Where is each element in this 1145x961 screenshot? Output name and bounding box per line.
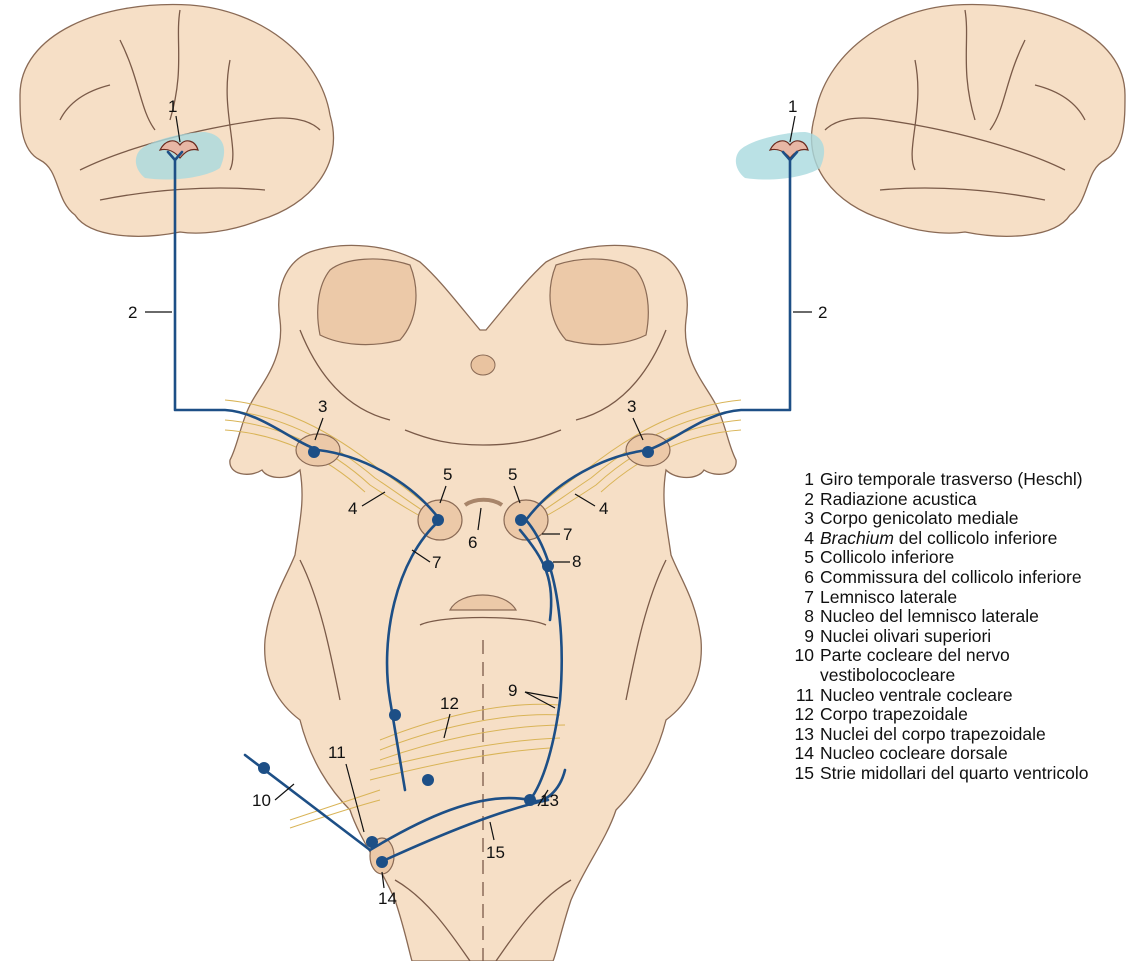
legend-item-number: 7 [788, 588, 820, 608]
legend-item-label: Collicolo inferiore [820, 547, 954, 567]
legend-item-label: Nucleo del lemnisco laterale [820, 606, 1039, 626]
legend-item-label: Commissura del collicolo inferiore [820, 567, 1082, 587]
label-3-right: 3 [627, 397, 636, 416]
legend-item-number: 9 [788, 627, 820, 647]
legend-item-text: Nucleo del lemnisco laterale [820, 607, 1144, 627]
label-7-left: 7 [432, 553, 441, 572]
label-4-left: 4 [348, 499, 357, 518]
label-14: 14 [378, 889, 397, 908]
label-5-right: 5 [508, 465, 517, 484]
legend-item-text: Corpo genicolato mediale [820, 509, 1144, 529]
label-6: 6 [468, 533, 477, 552]
legend-item-label: Nuclei olivari superiori [820, 626, 991, 646]
legend-item-label: del collicolo inferiore [894, 528, 1057, 548]
right-cerebral-hemisphere [811, 5, 1125, 237]
legend-item-number: 10 [788, 646, 820, 685]
label-1-right: 1 [788, 97, 797, 116]
legend-item-label: Parte cocleare del nervo vestibolococlea… [820, 645, 1010, 685]
legend-item-text: Nuclei del corpo trapezoidale [820, 725, 1144, 745]
legend-item-text: Nucleo cocleare dorsale [820, 744, 1144, 764]
legend-item-number: 11 [788, 686, 820, 706]
legend-item-number: 3 [788, 509, 820, 529]
legend-item-text: Collicolo inferiore [820, 548, 1144, 568]
legend-item-text: Lemnisco laterale [820, 588, 1144, 608]
label-2-left: 2 [128, 303, 137, 322]
legend-item-text: Parte cocleare del nervo vestibolococlea… [820, 646, 1144, 685]
legend-item-number: 14 [788, 744, 820, 764]
legend-item-number: 6 [788, 568, 820, 588]
legend-item-text: Radiazione acustica [820, 490, 1144, 510]
legend-item-label: Nucleo ventrale cocleare [820, 685, 1013, 705]
legend-item-text: Nuclei olivari superiori [820, 627, 1144, 647]
label-3-left: 3 [318, 397, 327, 416]
label-8: 8 [572, 552, 581, 571]
label-7-right: 7 [563, 525, 572, 544]
legend-item-label: Corpo genicolato mediale [820, 508, 1018, 528]
legend-item-text: Commissura del collicolo inferiore [820, 568, 1144, 588]
legend-item-text: Giro temporale trasverso (Heschl) [820, 470, 1144, 490]
legend-item-text: Nucleo ventrale cocleare [820, 686, 1144, 706]
legend-item-number: 12 [788, 705, 820, 725]
legend-item-number: 8 [788, 607, 820, 627]
legend-item-label: Corpo trapezoidale [820, 704, 968, 724]
legend-item-text: Brachium del collicolo inferiore [820, 529, 1144, 549]
legend-item-label: Strie midollari del quarto ventricolo [820, 763, 1088, 783]
legend-item-label: Radiazione acustica [820, 489, 977, 509]
label-5-left: 5 [443, 465, 452, 484]
label-4-right: 4 [599, 499, 608, 518]
legend-item-number: 5 [788, 548, 820, 568]
label-2-right: 2 [818, 303, 827, 322]
legend-item-text: Corpo trapezoidale [820, 705, 1144, 725]
label-15: 15 [486, 843, 505, 862]
legend-item-label: Lemnisco laterale [820, 587, 957, 607]
legend-item-label: Nucleo cocleare dorsale [820, 743, 1008, 763]
label-12: 12 [440, 694, 459, 713]
label-10: 10 [252, 791, 271, 810]
right-auditory-cortex [736, 132, 824, 180]
legend-item-number: 15 [788, 764, 820, 784]
legend-item-number: 2 [788, 490, 820, 510]
label-1-left: 1 [168, 97, 177, 116]
legend-item-label: Giro temporale trasverso (Heschl) [820, 469, 1083, 489]
label-9: 9 [508, 681, 517, 700]
legend-item-label: Nuclei del corpo trapezoidale [820, 724, 1046, 744]
legend-item-number: 13 [788, 725, 820, 745]
label-11: 11 [328, 743, 346, 762]
legend-item-emphasis: Brachium [820, 528, 894, 548]
legend-item-number: 4 [788, 529, 820, 549]
legend-item-number: 1 [788, 470, 820, 490]
brainstem [225, 245, 741, 961]
legend-item-text: Strie midollari del quarto ventricolo [820, 764, 1144, 784]
label-13: 13 [540, 791, 559, 810]
